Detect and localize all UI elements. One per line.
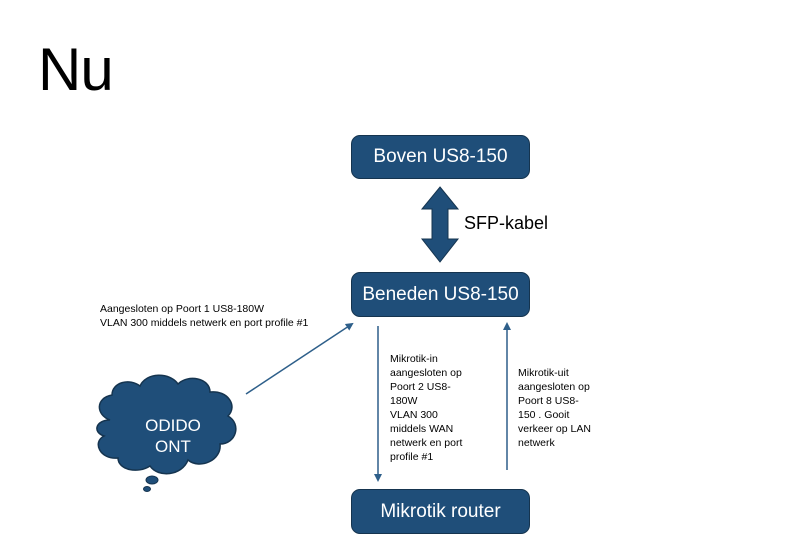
node-boven-switch: Boven US8-150 <box>351 135 530 179</box>
sfp-double-arrow <box>420 186 460 263</box>
mikrotik-in-line: Poort 2 US8- <box>390 381 451 393</box>
odido-ont-cloud <box>96 374 237 492</box>
mikrotik-out-line: Poort 8 US8- <box>518 395 579 407</box>
mikrotik-out-line: Mikrotik-uit <box>518 367 569 379</box>
mikrotik-out-line: aangesloten op <box>518 381 590 393</box>
mikrotik-out-label: Mikrotik-uit aangesloten op Poort 8 US8-… <box>518 366 628 450</box>
ont-connection-label: Aangesloten op Poort 1 US8-180W VLAN 300… <box>100 302 350 330</box>
cloud-label-line-1: ODIDO <box>145 416 201 435</box>
mikrotik-out-line: netwerk <box>518 437 555 449</box>
mikrotik-in-line: netwerk en port <box>390 437 463 449</box>
mikrotik-in-line: profile #1 <box>390 451 434 463</box>
mikrotik-in-line: middels WAN <box>390 423 454 435</box>
mikrotik-in-label: Mikrotik-in aangesloten op Poort 2 US8- … <box>390 352 500 464</box>
mikrotik-in-line: VLAN 300 <box>390 409 438 421</box>
cloud-label-line-2: ONT <box>155 437 191 456</box>
mikrotik-out-line: 150 . Gooit <box>518 409 570 421</box>
sfp-cable-label: SFP-kabel <box>464 213 549 233</box>
mikrotik-in-line: 180W <box>390 395 418 407</box>
node-mikrotik-router: Mikrotik router <box>351 489 530 534</box>
mikrotik-in-line: aangesloten op <box>390 367 462 379</box>
node-beneden-label: Beneden US8-150 <box>362 283 519 305</box>
node-boven-label: Boven US8-150 <box>373 146 508 167</box>
mikrotik-in-line: Mikrotik-in <box>390 353 438 365</box>
cloud-label: ODIDO ONT <box>118 415 228 457</box>
ont-label-line: VLAN 300 middels netwerk en port profile… <box>100 317 309 329</box>
ont-to-beneden-arrow <box>245 322 354 395</box>
mikrotik-out-line: verkeer op LAN <box>518 423 591 435</box>
slide-title: Nu <box>38 36 114 103</box>
ont-label-line: Aangesloten op Poort 1 US8-180W <box>100 303 265 315</box>
node-beneden-switch: Beneden US8-150 <box>351 272 530 317</box>
node-mikrotik-label: Mikrotik router <box>380 500 501 522</box>
